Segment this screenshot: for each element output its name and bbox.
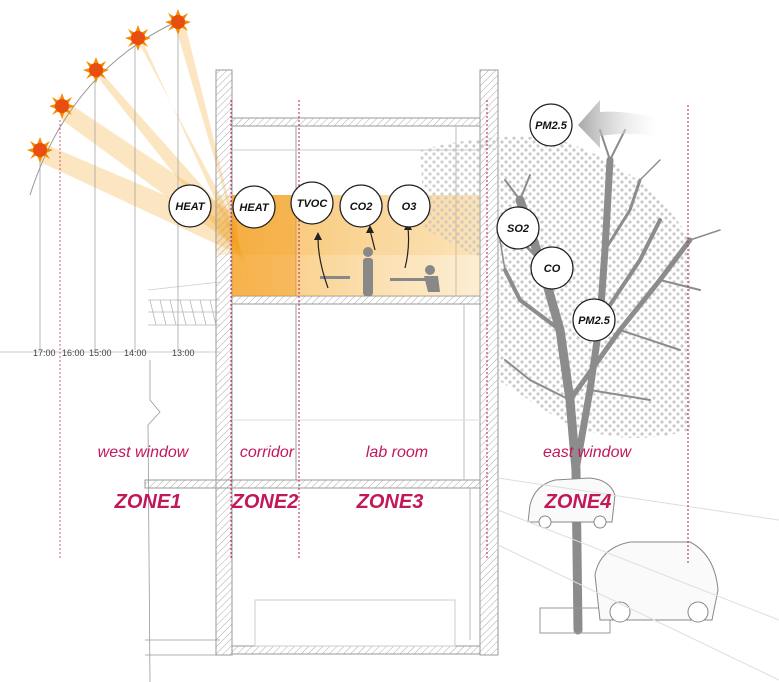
sun-icon	[125, 25, 151, 51]
bubble-so2: SO2	[496, 206, 540, 250]
bubble-co2: CO2	[339, 184, 383, 228]
bubble-pm25-top: PM2.5	[529, 103, 573, 147]
building-section	[144, 69, 499, 656]
bubble-label: CO	[544, 263, 561, 275]
bubble-tvoc: TVOC	[290, 181, 334, 225]
pollution-cloud-inner	[420, 150, 480, 260]
time-label-1400: 14:00	[124, 348, 147, 358]
cars	[527, 477, 719, 623]
bubble-pm25-tree: PM2.5	[572, 298, 616, 342]
sun-icon	[83, 57, 109, 83]
zone3-name: ZONE3	[356, 491, 424, 513]
bubble-heat-corridor: HEAT	[232, 185, 276, 229]
bubble-heat-west: HEAT	[168, 184, 212, 228]
zone2-name: ZONE2	[231, 491, 299, 513]
sun-icons	[27, 9, 191, 163]
bubble-label: TVOC	[297, 198, 329, 210]
occupants	[320, 247, 440, 296]
zone-labels: west window corridor lab room east windo…	[98, 444, 633, 513]
bubble-label: PM2.5	[535, 120, 568, 132]
zone4-name: ZONE4	[544, 491, 612, 513]
zone1-label: west window	[98, 444, 190, 461]
bubble-label: O3	[402, 201, 417, 213]
bubble-label: HEAT	[239, 202, 269, 214]
bubble-label: SO2	[507, 223, 529, 235]
bubble-co: CO	[530, 246, 574, 290]
sun-icon	[165, 9, 191, 35]
bubble-label: CO2	[350, 201, 373, 213]
sun-path-arc	[29, 19, 181, 196]
zone3-label: lab room	[366, 444, 428, 461]
time-label-1700: 17:00	[33, 348, 56, 358]
incoming-air-arrow	[578, 100, 660, 148]
time-label-1300: 13:00	[172, 348, 195, 358]
street-lines	[497, 477, 779, 681]
zone-dividers	[230, 100, 689, 565]
zone4-label: east window	[543, 444, 632, 461]
zone1-name: ZONE1	[114, 491, 182, 513]
bubble-o3: O3	[387, 184, 431, 228]
sun-icon	[27, 137, 53, 163]
zone2-label: corridor	[240, 444, 295, 461]
bubble-label: PM2.5	[578, 315, 611, 327]
time-labels: 17:00 16:00 15:00 14:00 13:00	[33, 348, 195, 358]
time-label-1500: 15:00	[89, 348, 112, 358]
bubble-label: HEAT	[175, 201, 205, 213]
sun-icon	[49, 93, 75, 119]
time-label-1600: 16:00	[62, 348, 85, 358]
